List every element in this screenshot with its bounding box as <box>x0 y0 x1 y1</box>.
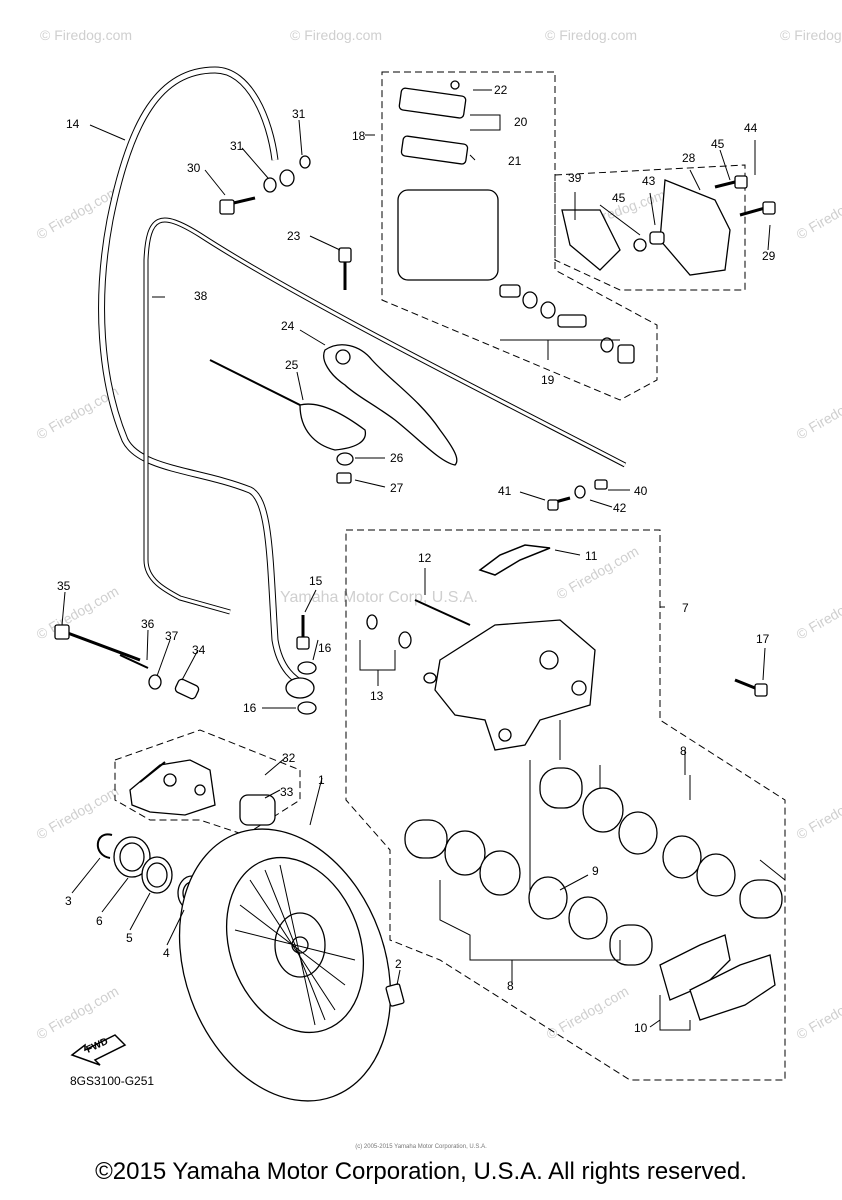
lever-group <box>299 344 458 484</box>
clutch-bracket <box>659 179 731 276</box>
callout-16: 16 <box>243 701 257 715</box>
callout-20: 20 <box>514 115 528 129</box>
fwd-arrow-icon: FWD <box>70 1034 127 1066</box>
callout-11: 11 <box>585 549 598 563</box>
watermark: © Firedog.com <box>34 583 122 643</box>
callout-4: 4 <box>163 946 170 960</box>
callout-40: 40 <box>634 484 648 498</box>
watermark: © Firedog.com <box>794 183 842 243</box>
callout-41: 41 <box>498 484 512 498</box>
watermark: © Firedog.com <box>794 983 842 1043</box>
callout-23: 23 <box>287 229 301 243</box>
watermark: © Firedog.com <box>40 27 132 43</box>
callout-31: 31 <box>230 139 244 153</box>
parts-diagram: © Firedog.com © Firedog.com © Firedog.co… <box>34 27 842 1102</box>
caliper-group <box>345 529 786 1081</box>
watermark: © Firedog.com <box>34 983 122 1043</box>
brake-hose-group <box>98 66 627 689</box>
callout-42: 42 <box>613 501 627 515</box>
brake-lever-24 <box>323 344 458 466</box>
throttle-cable-25 <box>209 359 301 406</box>
diaphragm <box>400 135 469 165</box>
master-cylinder-group <box>381 71 658 401</box>
callout-19: 19 <box>541 373 555 387</box>
caliper-pistons-group <box>404 720 786 966</box>
callout-39: 39 <box>568 171 582 185</box>
drawing-code: 8GS3100-G251 <box>70 1074 154 1088</box>
callout-labels: 1 2 3 4 5 6 7 8 8 9 10 11 12 13 14 15 16… <box>57 83 776 1035</box>
callout-30: 30 <box>187 161 201 175</box>
callout-44: 44 <box>744 121 758 135</box>
bolts-group <box>54 155 776 715</box>
callout-22: 22 <box>494 83 508 97</box>
callout-1: 1 <box>318 773 325 787</box>
callout-16: 16 <box>318 641 332 655</box>
key-2 <box>385 983 405 1007</box>
footer-copyright: ©2015 Yamaha Motor Corporation, U.S.A. A… <box>95 1158 747 1185</box>
callout-24: 24 <box>281 319 295 333</box>
brake-disc-group <box>178 828 405 1102</box>
callout-21: 21 <box>508 154 522 168</box>
callout-13: 13 <box>370 689 384 703</box>
piston-8 <box>404 819 448 859</box>
callout-18: 18 <box>352 129 366 143</box>
callout-9: 9 <box>592 864 599 878</box>
watermark: © Firedog.com <box>545 27 637 43</box>
callout-36: 36 <box>141 617 155 631</box>
callout-27: 27 <box>390 481 404 495</box>
callout-29: 29 <box>762 249 776 263</box>
watermark: © Firedog.com <box>290 27 382 43</box>
callout-3: 3 <box>65 894 72 908</box>
clutch-cable-38 <box>143 217 627 615</box>
callout-12: 12 <box>418 551 432 565</box>
master-cylinder-body <box>397 189 499 281</box>
brake-pad-10 <box>659 934 731 1001</box>
callout-31: 31 <box>292 107 306 121</box>
callout-14: 14 <box>66 117 80 131</box>
clutch-bracket-group <box>554 164 746 291</box>
callout-7: 7 <box>682 601 689 615</box>
callout-5: 5 <box>126 931 133 945</box>
callout-45: 45 <box>711 137 725 151</box>
callout-28: 28 <box>682 151 696 165</box>
callout-33: 33 <box>280 785 294 799</box>
callout-17: 17 <box>756 632 770 646</box>
caliper-body-7 <box>434 619 596 751</box>
watermark: © Firedog.com <box>780 27 842 43</box>
callout-15: 15 <box>309 574 323 588</box>
lever-holder-25 <box>299 403 367 451</box>
clutch-switch-39 <box>561 209 621 271</box>
watermark: © Firedog.com <box>544 983 632 1043</box>
callout-6: 6 <box>96 914 103 928</box>
center-watermark: Yamaha Motor Corp, U.S.A. <box>280 589 478 606</box>
watermark: © Firedog.com <box>794 383 842 443</box>
callout-2: 2 <box>395 957 402 971</box>
callout-25: 25 <box>285 358 299 372</box>
pad-spring-11 <box>478 544 551 576</box>
watermark: © Firedog.com <box>794 583 842 643</box>
callout-34: 34 <box>192 643 206 657</box>
callout-37: 37 <box>165 629 179 643</box>
leader-lines <box>61 89 771 1028</box>
callout-26: 26 <box>390 451 404 465</box>
footer-small-copyright: (c) 2005-2015 Yamaha Motor Corporation, … <box>355 1144 487 1150</box>
brake-pad-10 <box>689 954 776 1021</box>
callout-45: 45 <box>612 191 626 205</box>
circlip-3 <box>96 833 113 859</box>
reservoir-cap <box>398 87 467 119</box>
callout-43: 43 <box>642 174 656 188</box>
rear-master-cylinder-group <box>114 729 301 836</box>
callout-35: 35 <box>57 579 71 593</box>
watermark: © Firedog.com <box>794 783 842 843</box>
brake-pads-group <box>659 934 776 1031</box>
piston-8 <box>609 924 653 966</box>
piston-kit-19 <box>499 284 635 364</box>
callout-38: 38 <box>194 289 208 303</box>
callout-8: 8 <box>507 979 514 993</box>
callout-32: 32 <box>282 751 296 765</box>
piston-8 <box>539 767 583 809</box>
piston-8 <box>739 879 783 919</box>
callout-8: 8 <box>680 744 687 758</box>
callout-10: 10 <box>634 1021 648 1035</box>
